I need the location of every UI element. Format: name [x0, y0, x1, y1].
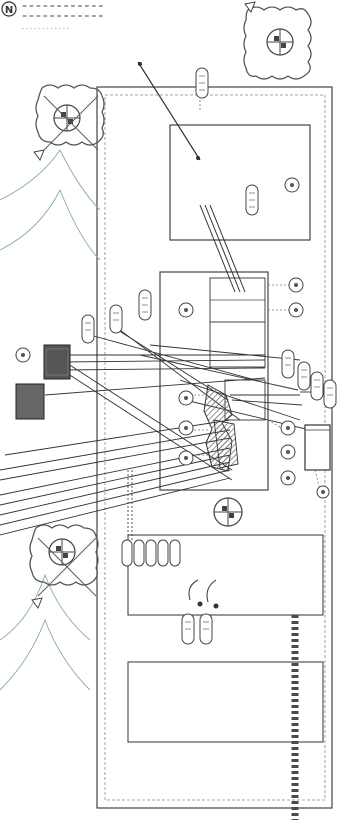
- circle-callouts: [15, 177, 330, 499]
- connector-cluster: [203, 384, 239, 472]
- cable-run: [127, 470, 133, 540]
- right-device: [304, 424, 331, 471]
- antenna-cone-icon: [0, 149, 101, 691]
- circle-callout-dots: [21, 183, 325, 494]
- diagonal-cable: [137, 61, 201, 161]
- camera-tree-icon: [29, 524, 99, 610]
- header-legend: N = = = = = = = = = = = = = = = = = = = …: [1, 1, 103, 32]
- upper-room: [169, 124, 311, 241]
- pill-callout-ticks: [85, 75, 333, 630]
- cable-pair: [199, 204, 246, 293]
- legend-row: = = = = = = = = = = = =: [22, 3, 103, 10]
- legend-row: = = = = = = = = = = = =: [22, 13, 103, 20]
- equipment-box: [15, 344, 71, 420]
- hook-marks: [188, 579, 219, 609]
- north-badge: N: [1, 1, 17, 17]
- pill-callouts: [81, 67, 337, 645]
- camera-tree-icon: [243, 1, 312, 80]
- camera-tree-icon: [33, 84, 105, 162]
- north-badge-letter: N: [5, 5, 13, 16]
- lower-room: [127, 534, 324, 743]
- camera-symbol-icon: [213, 497, 243, 527]
- legend-row: - - - - - - - - - - - -: [22, 25, 69, 32]
